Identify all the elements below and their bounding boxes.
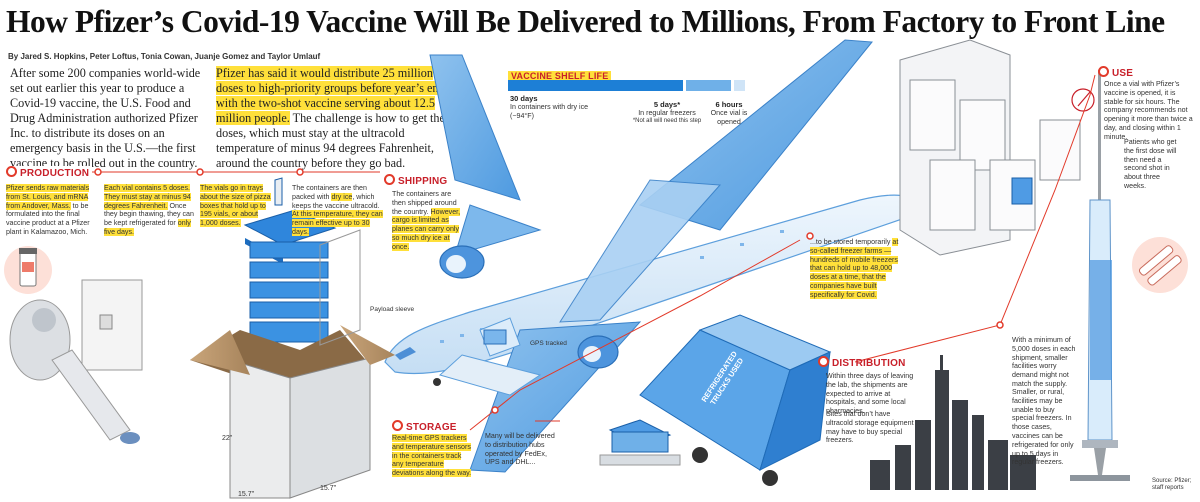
production-dot [6,166,17,177]
source-note: Source: Pfizer; staff reports [1152,478,1192,491]
distribution-dot [818,356,829,367]
intro-paragraph-1: After some 200 companies world-wide set … [10,66,201,170]
freezer-farm-lead: ...to be stored temporarily [810,238,893,246]
shelf-life-bar-30-days [508,80,683,91]
shelf-life-bar-5-days [685,80,731,91]
shelf-life-value-1: 30 days [510,94,538,103]
distribution-heading-wrap: DISTRIBUTION [818,356,906,369]
intro-paragraph-2: Pfizer has said it would distribute 25 m… [216,66,456,171]
gps-tracked-label: GPS tracked [530,340,567,347]
shelf-life-bar-6-hours [733,80,745,91]
use-heading-wrap: USE [1098,66,1133,79]
production-col-1-rest: to be formulated into the final vaccine … [6,201,90,236]
storage-dot [392,420,403,431]
shipping-heading-wrap: SHIPPING [384,174,447,187]
production-col-4-a: The containers are then packed with [292,184,367,201]
use-text-2: Patients who get the first dose will the… [1124,138,1177,190]
storage-boxes [599,419,681,466]
production-col-2-hl: Each vial contains 5 doses. They must st… [104,184,191,210]
shipping-text: The containers are then shipped around t… [392,190,462,252]
distribution-text-2: Sites that don’t have ultracold storage … [826,410,914,445]
dim-width: 15.7" [238,491,255,498]
shelf-life-item-3: 6 hours Once vial is opened [704,100,754,127]
use-text-1: Once a vial with Pfizer’s vaccine is ope… [1104,80,1193,141]
shelf-life-heading: VACCINE SHELF LIFE [508,71,612,81]
production-col-2-rest: Once they begin thawing, they can be kep… [104,201,194,228]
storage-heading: STORAGE [406,422,457,433]
use-dot [1098,66,1109,77]
lab-worker-illustration [9,279,143,444]
byline: By Jared S. Hopkins, Peter Loftus, Tonia… [8,52,321,61]
distribution-heading: DISTRIBUTION [832,358,906,369]
payload-sleeve-label: Payload sleeve [370,306,415,313]
vials-circle-icon [1132,237,1188,293]
shipping-box [190,229,395,499]
distribution-text-1: Within three days of leaving the lab, th… [826,372,914,416]
production-col-4-hl: dry ice [331,192,353,201]
cargo-plane [384,39,915,473]
production-heading-wrap: PRODUCTION [6,166,93,179]
freezer-farm-hl: at so-called freezer farms — hundreds of… [810,238,899,299]
shelf-life-bar [508,80,748,91]
shelf-life-item-2: 5 days* In regular freezers *Not all wil… [622,100,712,125]
shelf-life-panel: VACCINE SHELF LIFE [508,66,612,84]
rural-facilities-text: Smaller, or rural, facilities may be una… [1012,388,1074,467]
shelf-life-note: *Not all will need this step [632,117,702,124]
minimum-shipment-text: With a minimum of 5,000 doses in each sh… [1012,336,1076,388]
shelf-life-item-1: 30 days In containers with dry ice (−94°… [510,94,610,121]
shelf-life-desc-2: In regular freezers [638,109,696,117]
shelf-life-value-2: 5 days* [653,100,681,109]
production-heading: PRODUCTION [20,168,90,179]
shipping-text-a: The containers are then shipped around t… [392,190,457,216]
shipping-heading: SHIPPING [398,176,448,187]
flow-dots [94,168,1004,414]
production-col-3-hl: The vials go in trays about the size of … [200,184,271,228]
production-col-4-b: , which keeps the vaccine ultracold. [292,192,380,210]
freezer-farm [899,39,1081,256]
production-col-4: The containers are then packed with dry … [292,184,384,237]
clock-syringe-icon [1071,88,1095,112]
storage-heading-wrap: STORAGE [392,420,457,433]
shipping-dot [384,174,395,185]
dim-depth: 15.7" [320,485,337,492]
city-skyline [870,355,1036,490]
production-col-2: Each vial contains 5 doses. They must st… [104,184,196,237]
storage-text: Real-time GPS trackers and temperature s… [392,434,474,478]
freezer-farm-text: ...to be stored temporarily at so-called… [810,238,908,300]
syringe [1070,70,1130,481]
distribution-hubs-text: Many will be delivered to distribution h… [485,432,555,467]
production-col-1: Pfizer sends raw materials from St. Loui… [6,184,96,237]
intro-rest: The challenge is how to get the doses, w… [216,111,445,170]
use-heading: USE [1112,68,1134,79]
production-col-4-hl2: At this temperature, they can remain eff… [292,210,383,236]
storage-text-hl: Real-time GPS trackers and temperature s… [392,434,472,478]
headline: How Pfizer’s Covid-19 Vaccine Will Be De… [6,4,1165,39]
production-col-3: The vials go in trays about the size of … [200,184,274,228]
vial-tray-stack [243,177,337,343]
refrigerated-truck [639,314,832,486]
intro-highlight: Pfizer has said it would distribute 25 m… [216,66,448,125]
dim-height: 22" [222,435,233,442]
vial-icon [4,246,52,294]
shelf-life-desc-1: In containers with dry ice (−94°F) [510,103,589,120]
shelf-life-value-3: 6 hours [715,100,743,109]
shelf-life-desc-3: Once vial is opened [710,109,748,126]
